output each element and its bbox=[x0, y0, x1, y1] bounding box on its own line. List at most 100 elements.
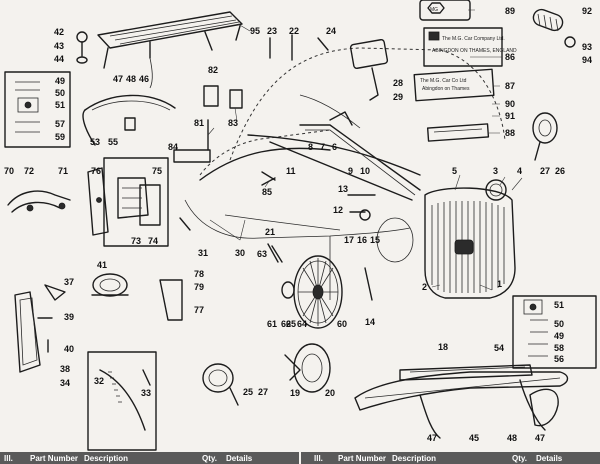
windscreen-frame bbox=[299, 124, 421, 196]
part-label-42: 42 bbox=[54, 27, 64, 37]
handle-assembly bbox=[532, 8, 576, 48]
part-label-15: 15 bbox=[370, 235, 380, 245]
part-label-17: 17 bbox=[344, 235, 354, 245]
part-label-37: 37 bbox=[64, 277, 74, 287]
part-label-20: 20 bbox=[325, 388, 335, 398]
part-label-54: 54 bbox=[494, 343, 504, 353]
part-label-86: 86 bbox=[505, 52, 515, 62]
part-label-53: 53 bbox=[90, 137, 100, 147]
plate-87-title: The M.G. Car Co Ltd bbox=[420, 78, 467, 84]
part-label-62: 62 bbox=[281, 319, 291, 329]
fixings bbox=[37, 31, 376, 386]
part-label-22: 22 bbox=[289, 26, 299, 36]
part-label-81: 81 bbox=[194, 118, 204, 128]
part-label-83: 83 bbox=[228, 118, 238, 128]
part-label-14: 14 bbox=[365, 317, 375, 327]
car-body-outline bbox=[184, 47, 506, 300]
part-label-71: 71 bbox=[58, 166, 68, 176]
part-label-23: 23 bbox=[267, 26, 277, 36]
rear-wing bbox=[82, 94, 176, 146]
part-label-33: 33 bbox=[141, 388, 151, 398]
col-ill: Ill. bbox=[4, 454, 13, 463]
part-label-28: 28 bbox=[393, 78, 403, 88]
windscreen-inset bbox=[87, 351, 157, 451]
part-label-73: 73 bbox=[131, 236, 141, 246]
part-label-94: 94 bbox=[582, 55, 592, 65]
part-label-50b: 50 bbox=[554, 319, 564, 329]
part-label-12: 12 bbox=[333, 205, 343, 215]
mg-badge-text: MG bbox=[430, 7, 438, 13]
col-details: Details bbox=[226, 454, 253, 463]
part-label-10: 10 bbox=[360, 166, 370, 176]
part-labels: 1 2 3 4 5 6 7 8 9 10 11 12 13 14 15 16 1… bbox=[4, 6, 592, 443]
maker-plate: The M.G. Car Co Ltd Abingdon on Thames bbox=[413, 68, 495, 102]
col-part-number: Part Number bbox=[338, 454, 387, 463]
part-label-50a: 50 bbox=[55, 88, 65, 98]
part-label-16: 16 bbox=[357, 235, 367, 245]
part-label-4: 4 bbox=[517, 166, 522, 176]
part-label-56: 56 bbox=[554, 354, 564, 364]
part-label-47b: 47 bbox=[427, 433, 437, 443]
part-label-31: 31 bbox=[198, 248, 208, 258]
col-description: Description bbox=[392, 454, 437, 463]
front-bumper bbox=[354, 364, 569, 439]
part-label-78: 78 bbox=[194, 269, 204, 279]
horn bbox=[91, 273, 129, 297]
part-label-47a: 47 bbox=[113, 74, 123, 84]
part-label-47c: 47 bbox=[535, 433, 545, 443]
part-label-5: 5 bbox=[452, 166, 457, 176]
part-label-51b: 51 bbox=[554, 300, 564, 310]
part-label-57: 57 bbox=[55, 119, 65, 129]
part-label-46: 46 bbox=[139, 74, 149, 84]
part-label-19: 19 bbox=[290, 388, 300, 398]
part-label-38: 38 bbox=[60, 364, 70, 374]
part-label-58: 58 bbox=[554, 343, 564, 353]
part-label-18: 18 bbox=[438, 342, 448, 352]
part-label-25: 25 bbox=[243, 387, 253, 397]
part-label-34: 34 bbox=[60, 378, 70, 388]
fog-lamp bbox=[202, 363, 239, 406]
hood-bow-assembly bbox=[7, 190, 71, 213]
side-screen bbox=[14, 291, 41, 373]
part-label-72: 72 bbox=[24, 166, 34, 176]
part-label-40: 40 bbox=[64, 344, 74, 354]
part-label-79: 79 bbox=[194, 282, 204, 292]
headlamp bbox=[485, 179, 507, 201]
part-label-74: 74 bbox=[148, 236, 158, 246]
part-label-63: 63 bbox=[257, 249, 267, 259]
part-label-24: 24 bbox=[326, 26, 336, 36]
fixings-inset-right bbox=[512, 295, 597, 369]
part-label-8: 8 bbox=[308, 142, 313, 152]
identity-plate: The M.G. Car Company Ltd. ABINGDON ON TH… bbox=[423, 27, 517, 67]
part-label-3: 3 bbox=[493, 166, 498, 176]
part-label-84: 84 bbox=[168, 142, 178, 152]
col-part-number: Part Number bbox=[30, 454, 79, 463]
part-label-44: 44 bbox=[54, 54, 64, 64]
wire-wheel bbox=[293, 255, 343, 329]
part-label-77: 77 bbox=[194, 305, 204, 315]
part-label-29: 29 bbox=[393, 92, 403, 102]
plate-87-sub: Abingdon on Thames bbox=[422, 86, 470, 92]
part-label-89: 89 bbox=[505, 6, 515, 16]
part-label-91: 91 bbox=[505, 111, 515, 121]
parts-table-header: Ill. Part Number Description Qty. Detail… bbox=[0, 452, 600, 464]
part-label-95: 95 bbox=[250, 26, 260, 36]
part-label-9: 9 bbox=[348, 166, 353, 176]
part-label-85: 85 bbox=[262, 187, 272, 197]
part-label-48a: 48 bbox=[126, 74, 136, 84]
part-label-55: 55 bbox=[108, 137, 118, 147]
part-label-76: 76 bbox=[91, 166, 101, 176]
part-label-39: 39 bbox=[64, 312, 74, 322]
wing-mirror bbox=[349, 39, 389, 101]
mg-octagon-badge: MG bbox=[419, 0, 471, 21]
leader-lines bbox=[207, 9, 523, 291]
part-label-2: 2 bbox=[422, 282, 427, 292]
luggage-rack bbox=[97, 11, 243, 89]
part-label-93: 93 bbox=[582, 42, 592, 52]
part-label-6: 6 bbox=[332, 142, 337, 152]
part-label-27b: 27 bbox=[258, 387, 268, 397]
part-label-27a: 27 bbox=[540, 166, 550, 176]
part-label-45: 45 bbox=[469, 433, 479, 443]
table-header-right: Ill. Part Number Description Qty. Detail… bbox=[300, 452, 600, 464]
